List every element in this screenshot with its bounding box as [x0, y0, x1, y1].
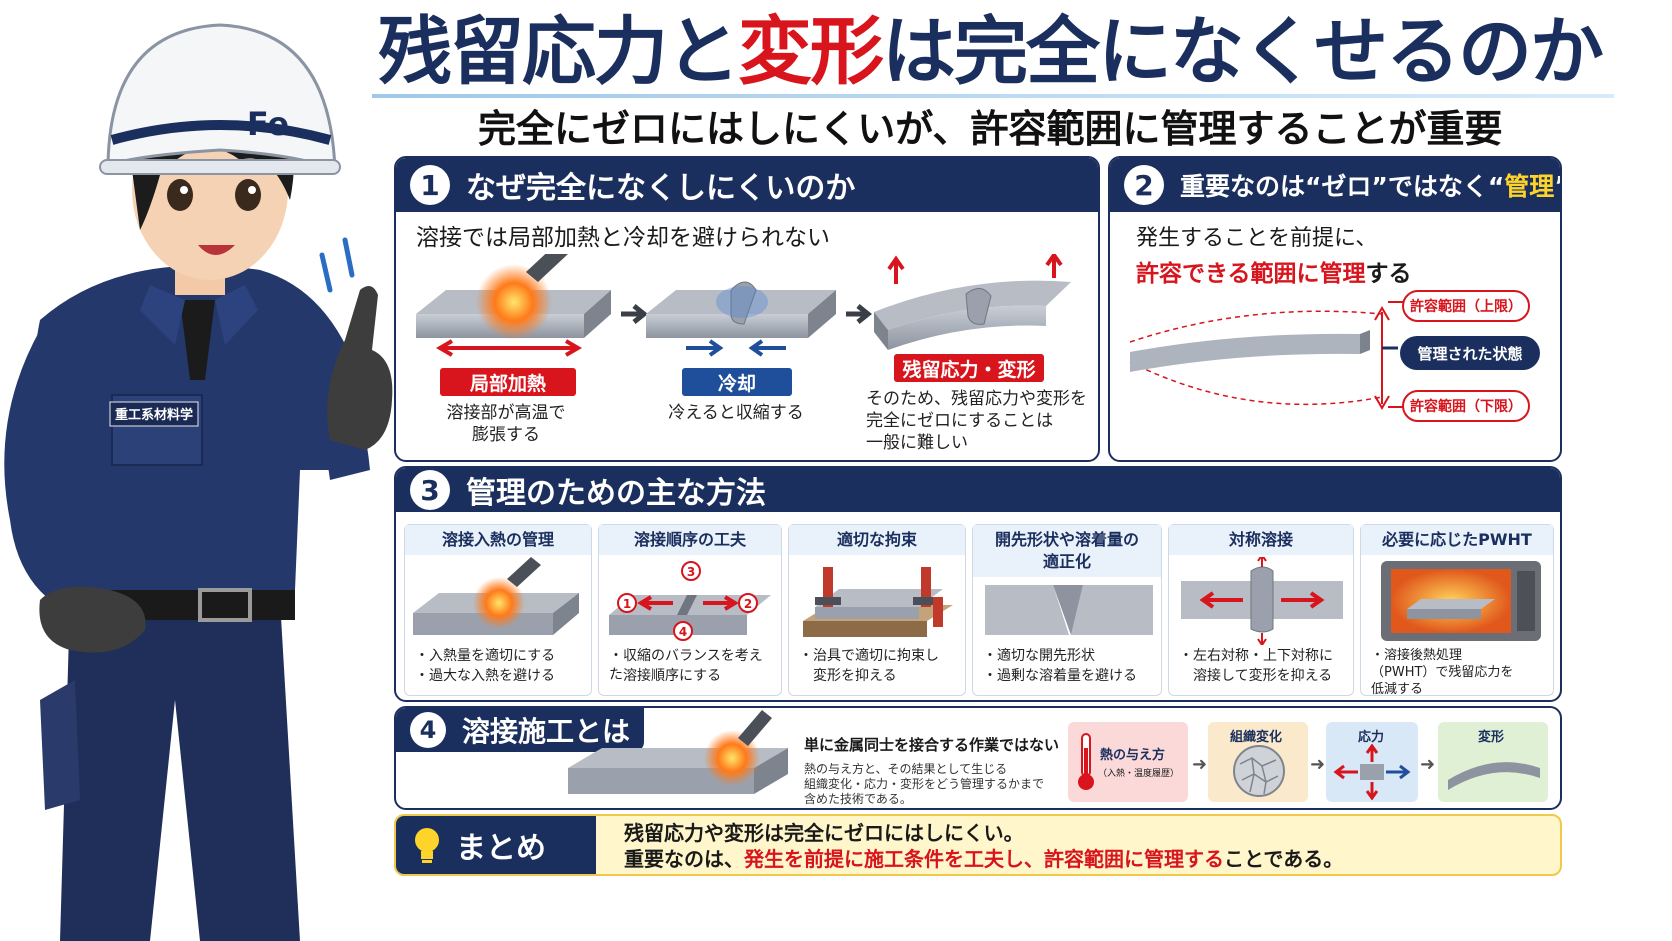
section-3-header: 3 管理のための主な方法: [396, 468, 1560, 512]
method-desc-2: （PWHT）で残留応力を: [1371, 665, 1514, 680]
heat-input-illustration: [413, 557, 579, 635]
caption-heating: 溶接部が高温で 膨張する: [446, 403, 566, 445]
method-desc-1: ・溶接後熱処理: [1371, 648, 1463, 663]
section-4-panel: 4 溶接施工とは 単に金属同士を接合する作業ではない 熱の与え方と、その結果とし…: [394, 706, 1562, 810]
method-title: 溶接順序の工夫: [599, 525, 781, 555]
tag-residual-stress: 残留応力・変形: [894, 354, 1044, 382]
tolerance-band-illustration: [1129, 301, 1404, 410]
method-title: 必要に応じたPWHT: [1361, 525, 1553, 555]
method-desc-1: ・入熱量を適切にする: [415, 648, 556, 664]
method-title: 溶接入熱の管理: [405, 525, 591, 555]
section-1-heading: なぜ完全になくしにくいのか: [466, 171, 856, 206]
method-card-groove: 開先形状や溶着量の 適正化 ・適切な開先形状 ・過剰な溶着量を避ける: [972, 524, 1162, 696]
svg-text:2: 2: [744, 597, 752, 611]
factor-label: 応力: [1358, 730, 1385, 745]
svg-text:4: 4: [679, 625, 687, 639]
lightbulb-icon: [415, 828, 439, 863]
section-4-lead: 単に金属同士を接合する作業ではない: [804, 736, 1060, 754]
welding-sequence-illustration: 1 2 3 4: [609, 561, 771, 641]
method-desc-1: ・治具で適切に拘束し: [799, 648, 939, 664]
managed-state-label: 管理された状態: [1400, 336, 1540, 370]
method-card-symmetric: 対称溶接 ・左右対称・上下対称に 溶接して変形を抑える: [1168, 524, 1354, 696]
tag-local-heating: 局部加熱: [440, 368, 576, 396]
method-title: 適切な拘束: [789, 525, 965, 555]
thermometer-icon: [1078, 733, 1094, 790]
section-2-line1: 発生することを前提に、: [1136, 226, 1378, 251]
section-2-header: 2 重要なのは“ゼロ”ではなく“管理”: [1110, 158, 1560, 212]
groove-shape-illustration: [985, 585, 1153, 635]
factor-microstructure: 組織変化: [1208, 722, 1308, 802]
title-underline: [372, 94, 1614, 98]
summary-label: まとめ: [456, 831, 546, 866]
summary-panel: まとめ 残留応力や変形は完全にゼロにはしにくい。 重要なのは、発生を前提に施工条…: [394, 814, 1562, 876]
method-desc-2: 溶接して変形を抑える: [1179, 668, 1333, 684]
factor-stress: 応力: [1326, 722, 1418, 802]
method-desc-2: 溶接順序にする: [609, 668, 722, 684]
factor-label: 組織変化: [1230, 730, 1283, 745]
summary-line1: 残留応力や変形は完全にゼロにはしにくい。: [624, 821, 1024, 845]
grain-structure-icon: [1233, 745, 1285, 797]
section-1-header: 1 なぜ完全になくしにくいのか: [396, 158, 1098, 212]
caption-residual: そのため、残留応力や変形を 完全にゼロにすることは 一般に難しい: [866, 389, 1087, 453]
worker-character-illustration: 重工系材料学 Fe: [4, 23, 393, 941]
method-desc-2: ・過剰な溶着量を避ける: [983, 668, 1137, 684]
method-card-restraint: 適切な拘束 ・治具で適切に拘束し 変形を抑える: [788, 524, 966, 696]
method-desc-1: ・収縮のバランスを考えた: [609, 648, 763, 683]
summary-line2: 重要なのは、発生を前提に施工条件を工夫し、許容範囲に管理することである。: [624, 847, 1344, 871]
factor-deformation: 変形: [1438, 722, 1548, 802]
page-subtitle: 完全にゼロにはしにくいが、許容範囲に管理することが重要: [478, 107, 1503, 151]
method-desc-3: 低減する: [1371, 682, 1424, 697]
factor-label: 変形: [1478, 730, 1505, 745]
upper-limit-label: 許容範囲（上限）: [1402, 290, 1530, 322]
section-4-header: 4 溶接施工とは: [396, 708, 644, 752]
method-card-heat-input: 溶接入熱の管理 ・入熱量を適切にする ・過大な入熱を避ける: [404, 524, 592, 696]
section-4-number: 4: [410, 712, 446, 748]
heating-cooling-illustration: [416, 254, 1071, 350]
factor-heat-application: 熱の与え方 （入熱・温度履歴）: [1068, 722, 1188, 802]
section-2-line2: 許容できる範囲に管理する: [1136, 261, 1412, 287]
welding-torch-illustration: [568, 710, 788, 794]
method-desc-2: ・過大な入熱を避ける: [415, 668, 555, 684]
arrow-right-icon: ➜: [1310, 754, 1326, 775]
caption-cooling: 冷えると収縮する: [668, 403, 804, 423]
tag-cooling: 冷却: [682, 368, 792, 396]
lower-limit-label: 許容範囲（下限）: [1402, 390, 1530, 422]
restraint-jig-illustration: [803, 567, 953, 637]
method-card-pwht: 必要に応じたPWHT ・溶接後熱処理 （PWHT）で残留応力を 低減する: [1360, 524, 1554, 697]
svg-text:1: 1: [623, 597, 631, 611]
section-3-number: 3: [410, 470, 450, 510]
name-badge: 重工系材料学: [115, 407, 193, 423]
section-3-heading: 管理のための主な方法: [466, 476, 766, 511]
pwht-furnace-illustration: [1381, 561, 1541, 641]
method-card-sequence: 溶接順序の工夫 1 2 3 4 ・収縮のバランスを考えた 溶接順序にする: [598, 524, 782, 696]
page-title: 残留応力と変形は完全になくせるのか: [378, 9, 1604, 95]
section-4-heading: 溶接施工とは: [462, 715, 631, 748]
section-2-panel: 2 重要なのは“ゼロ”ではなく“管理” 発生することを前提に、 許容できる範囲に…: [1108, 156, 1562, 462]
factor-sublabel: （入熱・温度履歴）: [1098, 769, 1180, 779]
factor-label: 熱の与え方: [1100, 748, 1166, 763]
summary-header: まとめ: [396, 816, 596, 874]
method-title: 対称溶接: [1169, 525, 1353, 555]
section-2-number: 2: [1124, 165, 1164, 205]
section-1-panel: 1 なぜ完全になくしにくいのか 溶接では局部加熱と冷却を避けられない: [394, 156, 1100, 462]
section-1-number: 1: [410, 165, 450, 205]
method-desc-1: ・適切な開先形状: [983, 648, 1095, 664]
method-desc-1: ・左右対称・上下対称に: [1179, 648, 1333, 664]
bent-plate-icon: [1448, 762, 1540, 790]
expansion-contraction-arrows: [436, 339, 786, 357]
section-4-body: 熱の与え方と、その結果として生じる 組織変化・応力・変形をどう管理するかまで 含…: [804, 762, 1045, 806]
section-3-panel: 3 管理のための主な方法 溶接入熱の管理 ・入熱量を適切にする ・過大な入熱を避…: [394, 466, 1562, 702]
method-desc-2: 変形を抑える: [799, 668, 897, 684]
arrow-right-icon: ➜: [1192, 754, 1208, 775]
stress-arrows-icon: [1333, 744, 1411, 800]
svg-text:3: 3: [687, 565, 695, 579]
arrow-right-icon: ➜: [1420, 754, 1436, 775]
helmet-label: Fe: [247, 105, 289, 143]
method-title: 開先形状や溶着量の 適正化: [973, 525, 1161, 577]
section-1-lead: 溶接では局部加熱と冷却を避けられない: [416, 225, 830, 251]
symmetric-welding-illustration: [1181, 557, 1343, 645]
